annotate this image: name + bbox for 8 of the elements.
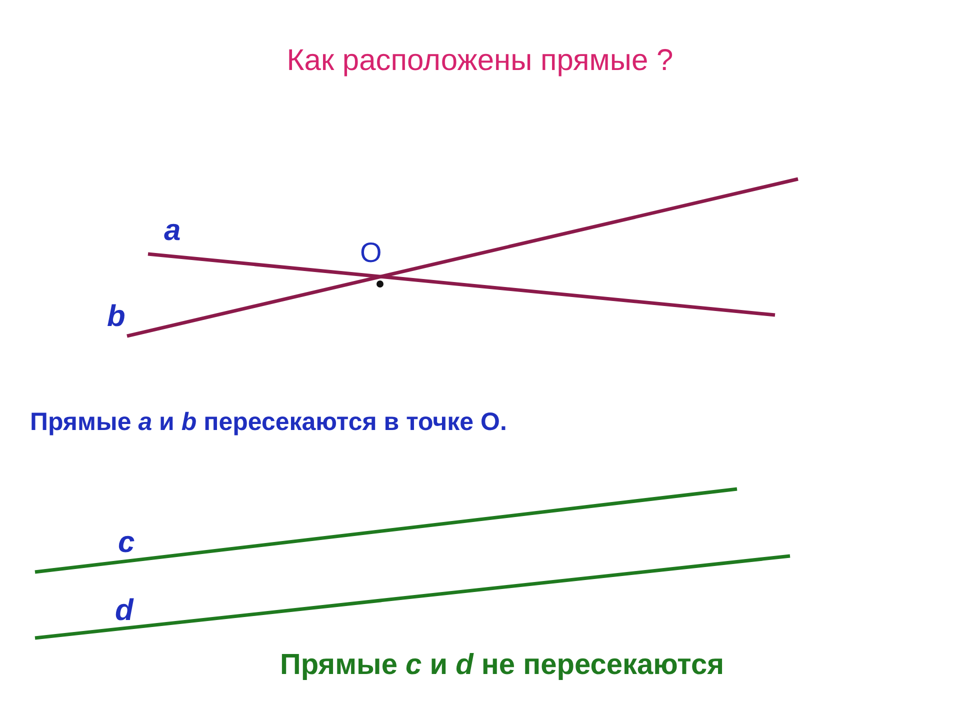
line-label: c [118, 526, 135, 559]
point-label: O [360, 238, 382, 269]
line-label: d [115, 594, 134, 627]
statement-text: Прямые a и b пересекаются в точке О. [30, 409, 507, 436]
line-label: b [107, 300, 126, 333]
statement-text: Прямые c и d не пересекаются [280, 650, 724, 682]
line-label: a [164, 214, 181, 247]
title: Как расположены прямые ? [286, 44, 674, 77]
